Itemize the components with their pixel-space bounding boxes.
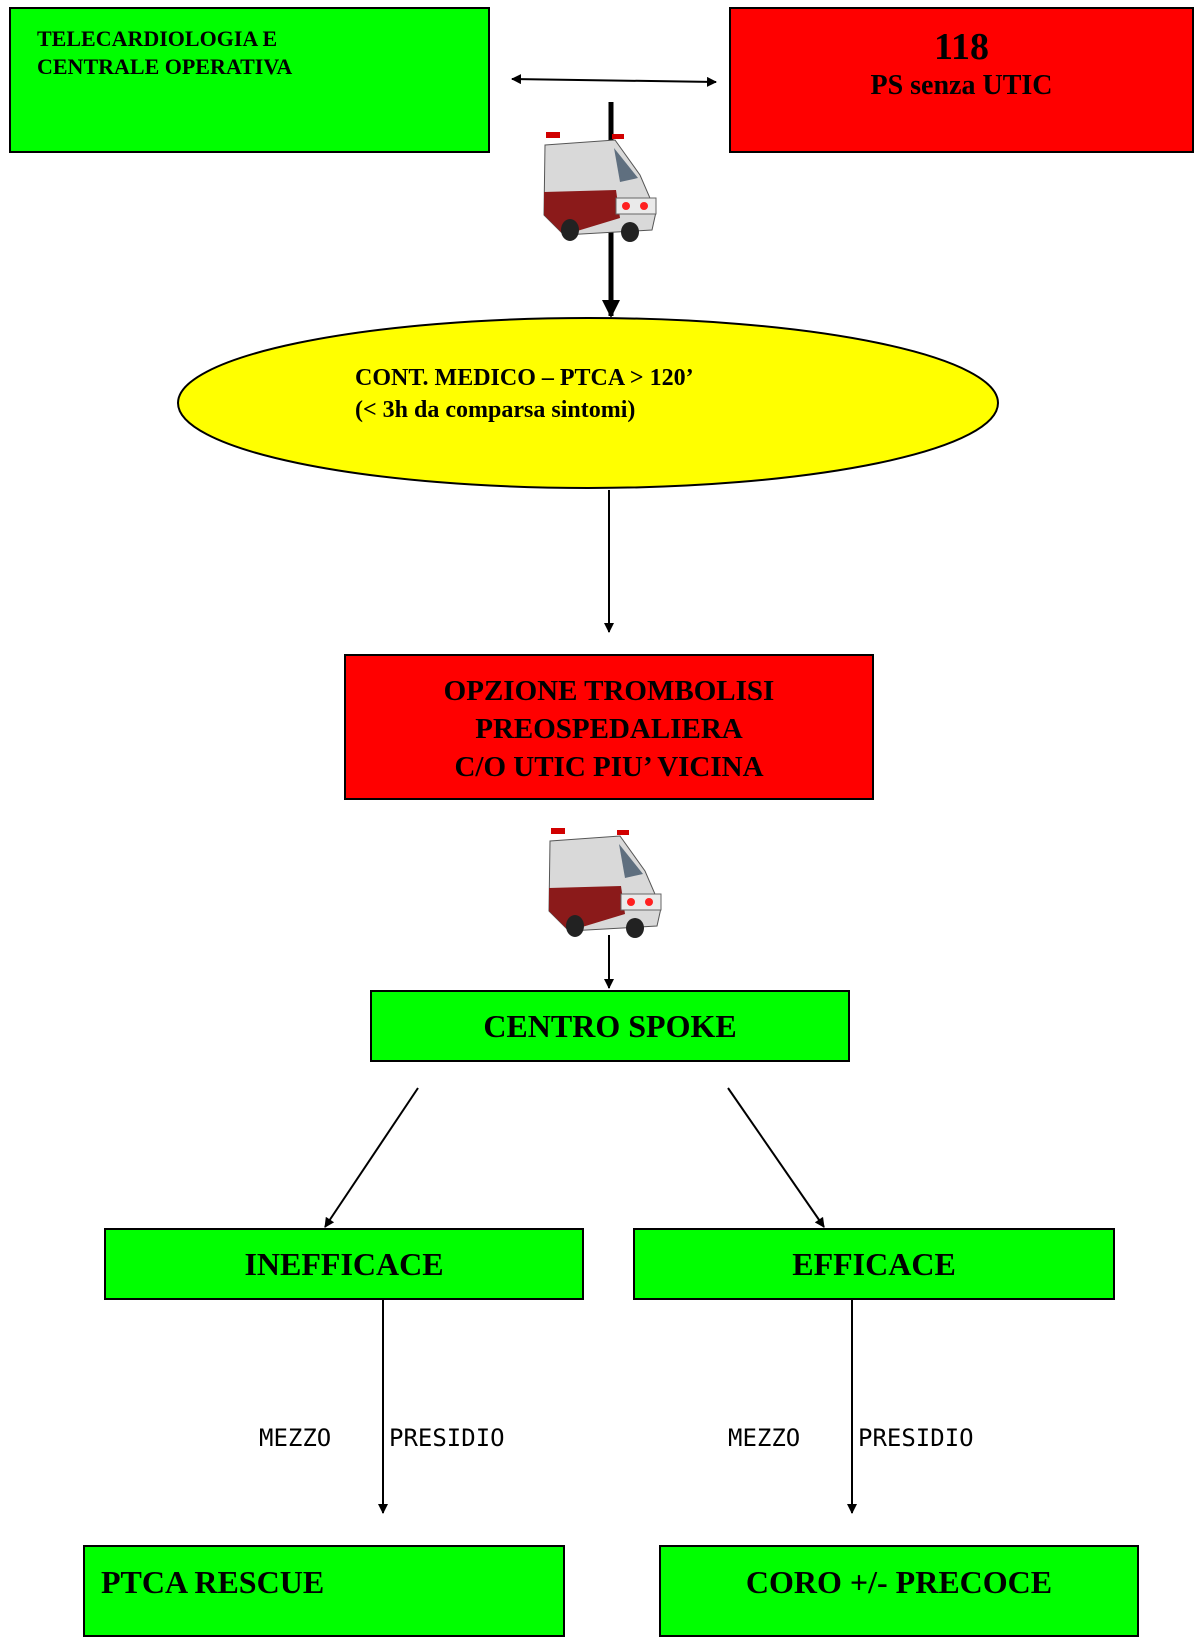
edge-label-right-mezzo: MEZZO — [728, 1424, 801, 1452]
centro-spoke-label: CENTRO SPOKE — [483, 1008, 737, 1044]
coro-box: CORO +/- PRECOCE — [659, 1545, 1139, 1637]
edge-label-left-mezzo: MEZZO — [259, 1424, 332, 1452]
inefficace-label: INEFFICACE — [244, 1246, 444, 1282]
ptca-rescue-label: PTCA RESCUE — [101, 1564, 325, 1600]
cont-medico-line1: CONT. MEDICO – PTCA > 120’ — [355, 365, 694, 391]
telecardiologia-box: TELECARDIOLOGIA E CENTRALE OPERATIVA — [9, 7, 490, 153]
ambulance-icon — [543, 132, 657, 242]
efficace-box: EFFICACE — [633, 1228, 1115, 1300]
opzione-line1: OPZIONE TROMBOLISI — [443, 675, 775, 707]
cont-medico-ellipse — [177, 317, 999, 489]
ptca-rescue-box: PTCA RESCUE — [83, 1545, 565, 1637]
ambulance-icon — [548, 828, 662, 938]
arrow-to-efficace — [727, 1087, 825, 1228]
coro-label: CORO +/- PRECOCE — [745, 1564, 1053, 1600]
telecardiologia-line2: CENTRALE OPERATIVA — [37, 54, 293, 79]
centro-spoke-box: CENTRO SPOKE — [370, 990, 850, 1062]
edge-label-left-presidio: PRESIDIO — [389, 1424, 505, 1452]
telecardiologia-line1: TELECARDIOLOGIA E — [37, 26, 278, 51]
efficace-label: EFFICACE — [792, 1246, 956, 1282]
edge-label-right-presidio: PRESIDIO — [858, 1424, 974, 1452]
cont-medico-text: CONT. MEDICO – PTCA > 120’ (< 3h da comp… — [355, 362, 915, 426]
opzione-line3: C/O UTIC PIU’ VICINA — [454, 751, 764, 783]
opzione-line2: PREOSPEDALIERA — [475, 713, 743, 745]
double-arrow — [511, 74, 717, 87]
inefficace-box: INEFFICACE — [104, 1228, 584, 1300]
arrow-to-inefficace — [324, 1087, 419, 1228]
cont-medico-line2: (< 3h da comparsa sintomi) — [355, 397, 636, 423]
opzione-box: OPZIONE TROMBOLISI PREOSPEDALIERA C/O UT… — [344, 654, 874, 800]
ps118-box: 118 PS senza UTIC — [729, 7, 1194, 153]
ps118-subtitle: PS senza UTIC — [870, 70, 1053, 101]
ps118-number: 118 — [934, 26, 989, 68]
